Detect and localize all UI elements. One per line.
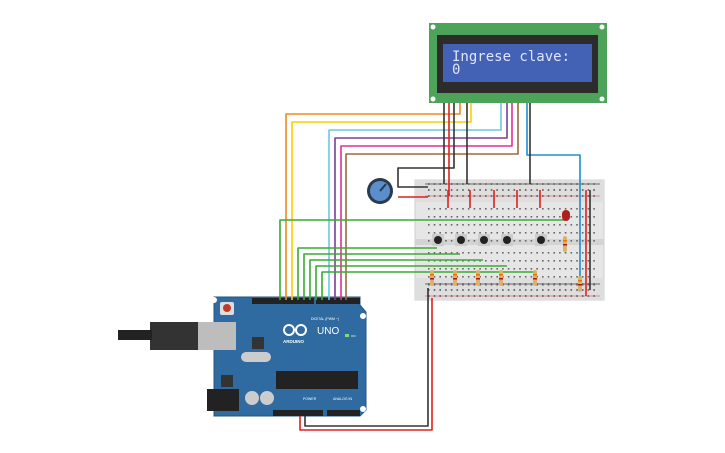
- capacitor: [245, 391, 259, 405]
- analog-label: ANALOG IN: [333, 397, 353, 401]
- arduino-logo-icon: [283, 324, 295, 336]
- wire-green: [321, 271, 535, 300]
- capacitor: [260, 391, 274, 405]
- pushbutton-cap[interactable]: [503, 236, 511, 244]
- pushbutton-cap[interactable]: [537, 236, 545, 244]
- power-label: POWER: [303, 397, 317, 401]
- digital-label: DIGITAL (PWM ~): [311, 317, 339, 321]
- wire-black: [397, 103, 455, 188]
- lcd-16x2[interactable]: Ingrese clave: 0: [429, 23, 607, 103]
- red-led: [562, 210, 570, 221]
- pushbuttons[interactable]: [432, 234, 547, 246]
- breadboard[interactable]: [414, 179, 605, 301]
- wire-orange: [285, 103, 461, 300]
- wire-green: [309, 259, 483, 300]
- digital-header-2: [316, 298, 360, 304]
- power-header: [273, 410, 323, 416]
- arduino-uno[interactable]: ARDUINO UNO DIGITAL (PWM ~) POWER ANALOG…: [118, 296, 367, 417]
- wire-cyan: [328, 103, 502, 300]
- atmega-chip: [276, 371, 358, 389]
- wire-purple: [334, 103, 508, 300]
- digital-header-1: [252, 298, 314, 304]
- potentiometer[interactable]: [367, 178, 393, 204]
- power-jack: [207, 389, 239, 411]
- wire-green: [315, 265, 507, 300]
- wire-green: [297, 247, 437, 300]
- on-led: [345, 334, 349, 337]
- wire-brown: [345, 103, 519, 300]
- usb-cable: [150, 322, 198, 350]
- lcd-screen: [443, 44, 592, 82]
- pushbutton-cap[interactable]: [457, 236, 465, 244]
- breadboard-holes: [428, 183, 595, 297]
- pushbutton-cap[interactable]: [434, 236, 442, 244]
- wire-green: [279, 219, 565, 300]
- analog-header: [327, 410, 360, 416]
- wire-yellow: [291, 103, 472, 300]
- wire-black: [304, 288, 429, 427]
- wires: [279, 103, 591, 431]
- on-label: ON: [351, 334, 356, 338]
- wire-blue: [526, 103, 581, 290]
- crystal: [241, 352, 271, 362]
- arduino-model: UNO: [317, 326, 339, 337]
- pushbutton-cap[interactable]: [480, 236, 488, 244]
- arduino-brand: ARDUINO: [283, 339, 304, 344]
- lcd-line-2: 0: [452, 62, 460, 78]
- wire-red: [299, 298, 433, 431]
- usb-port: [196, 322, 236, 350]
- lcd-line-1: Ingrese clave:: [452, 49, 570, 65]
- resistors: [430, 236, 582, 292]
- wire-green: [303, 253, 460, 300]
- wire-magenta: [340, 103, 513, 300]
